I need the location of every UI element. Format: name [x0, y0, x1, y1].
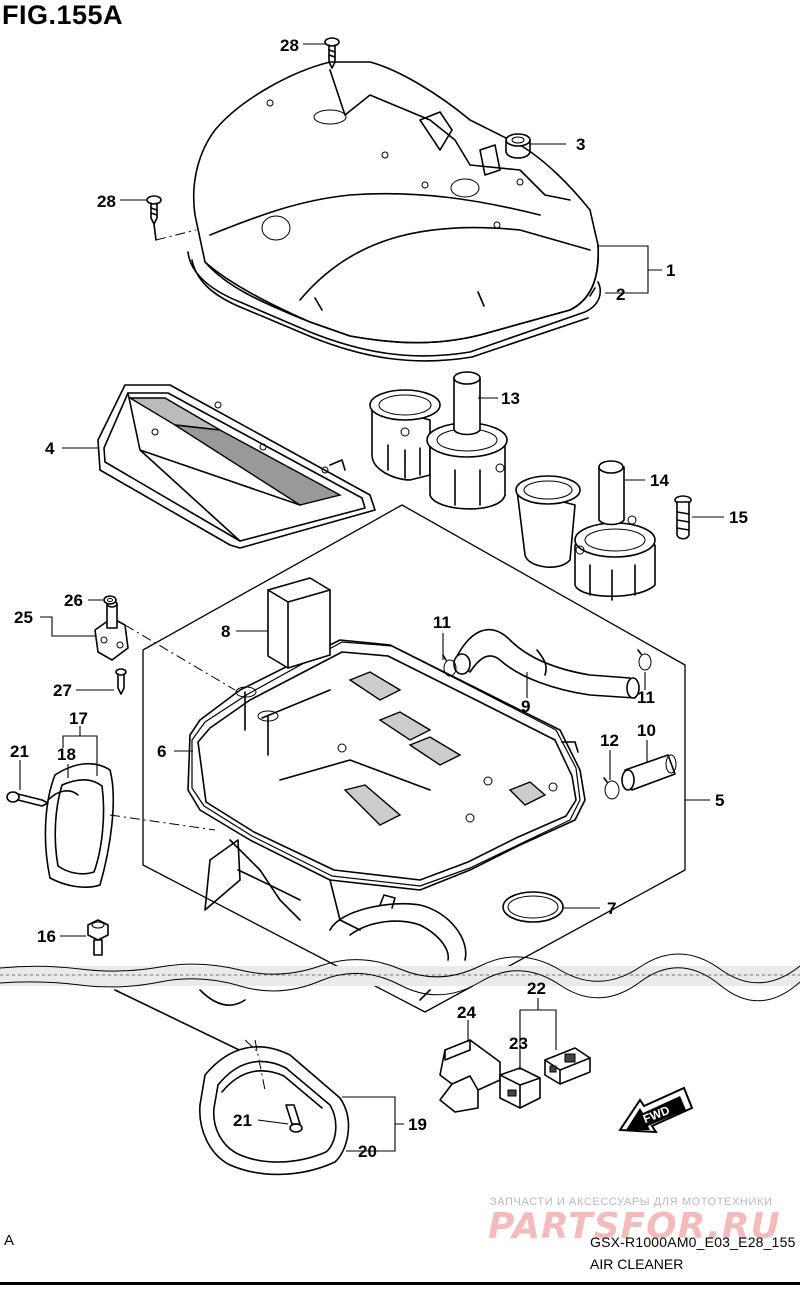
- callout-11-right: 11: [637, 688, 655, 707]
- break-line: [0, 953, 800, 1002]
- screw-top: [324, 37, 340, 69]
- callout-14: 14: [650, 471, 669, 490]
- callout-6: 6: [157, 742, 166, 761]
- screw-21-bottom: [285, 1104, 303, 1133]
- sensor-bracket: [94, 600, 129, 661]
- callout-26: 26: [64, 591, 83, 610]
- callout-7: 7: [607, 899, 616, 918]
- duct-cover-20: [221, 1070, 323, 1109]
- duct-seal-18: [47, 790, 79, 801]
- callout-25: 25: [14, 608, 33, 627]
- sensor-module: [267, 577, 331, 669]
- watermark-logo: PARTSFOR.RU: [488, 1206, 781, 1247]
- drain-pipe: [621, 754, 677, 791]
- air-cleaner-case: [187, 639, 586, 931]
- connector-23: [499, 1067, 541, 1109]
- velocity-stack-funnel-14: [515, 460, 656, 601]
- connector-holder-24: [439, 1039, 501, 1113]
- washer-26: [103, 595, 117, 605]
- corner-letter: A: [4, 1232, 15, 1249]
- o-ring: [502, 891, 564, 923]
- callout-21-bottom: 21: [233, 1111, 252, 1130]
- fwd-direction-badge: FWD: [618, 1086, 694, 1134]
- callout-5: 5: [715, 791, 724, 810]
- callout-28-left: 28: [97, 192, 116, 211]
- pipe-clamp: [603, 777, 620, 800]
- callout-24: 24: [457, 1003, 476, 1022]
- callout-3: 3: [576, 135, 585, 154]
- callout-16: 16: [37, 927, 56, 946]
- callout-23: 23: [509, 1034, 528, 1053]
- callout-8: 8: [221, 622, 230, 641]
- hose-clip-right: [637, 649, 652, 671]
- callout-18: 18: [57, 745, 76, 764]
- connector-22: [544, 1047, 591, 1085]
- watermark-tagline: ЗАПЧАСТИ И АКСЕССУАРЫ ДЛЯ МОТОТЕХНИКИ: [490, 1196, 773, 1208]
- drawing-code: GSX-R1000AM0_E03_E28_155: [590, 1234, 796, 1250]
- leader-lines: [19, 43, 724, 1152]
- callout-20: 20: [358, 1142, 377, 1161]
- air-filter-element: [97, 384, 376, 549]
- screw-left: [146, 195, 197, 241]
- screw-21-top: [6, 791, 49, 807]
- velocity-stack-funnel-13: [369, 371, 508, 510]
- callout-10: 10: [637, 721, 656, 740]
- breather-hose: [453, 628, 640, 699]
- callout-28-top: 28: [280, 36, 299, 55]
- air-cleaner-cover: [192, 61, 600, 344]
- case-assembly-frame: [142, 504, 686, 1013]
- bottom-rule: [0, 1282, 800, 1285]
- bolt-16: [87, 919, 109, 956]
- callout-9: 9: [521, 697, 530, 716]
- callout-numbers: 28 3 28 1 2 4 13 14 15 25 26 8 11 27 11 …: [10, 36, 748, 1161]
- callout-17: 17: [69, 709, 88, 728]
- screw-27: [115, 668, 127, 695]
- callout-19: 19: [408, 1115, 427, 1134]
- callout-22: 22: [527, 979, 546, 998]
- callout-1: 1: [666, 261, 675, 280]
- assembly-name: AIR CLEANER: [590, 1256, 684, 1272]
- grommet: [505, 133, 531, 159]
- callout-15: 15: [729, 508, 748, 527]
- figure-title: FIG.155A: [2, 0, 124, 30]
- cover-seal: [187, 251, 601, 362]
- callout-2: 2: [616, 285, 625, 304]
- bolt-15: [674, 495, 692, 540]
- callout-12: 12: [600, 731, 619, 750]
- callout-11-left: 11: [433, 613, 451, 632]
- callout-21-left: 21: [10, 742, 29, 761]
- intake-duct: [329, 894, 467, 961]
- duct-cover-19: [199, 1046, 350, 1176]
- duct-seal-17: [44, 762, 115, 888]
- callout-27: 27: [53, 681, 72, 700]
- callout-4: 4: [45, 439, 55, 458]
- callout-13: 13: [501, 389, 520, 408]
